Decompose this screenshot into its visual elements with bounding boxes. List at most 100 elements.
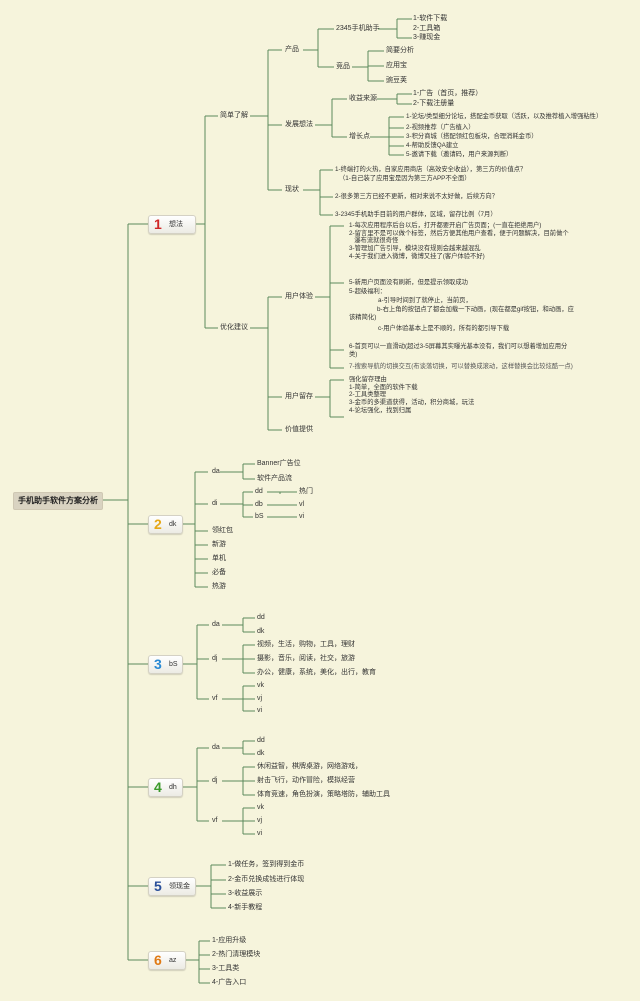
node-ux-6[interactable]: 6-首页可以一直滑动(超过3-5屏幕其实曝光基本没有，我们可以想着增加应用分 类…: [349, 343, 568, 358]
node-cash-item[interactable]: 1-做任务，签到得到金币: [228, 861, 305, 868]
node-ux-5c[interactable]: a-引导时间到了就停止，当前页，: [378, 297, 472, 304]
number-badge: 1: [154, 216, 162, 232]
node-dj[interactable]: dj: [212, 655, 218, 662]
node-popular[interactable]: 热门: [299, 488, 313, 495]
node-software-stream[interactable]: 软件产品流: [257, 475, 292, 482]
node-dk-leaf[interactable]: 必备: [212, 569, 226, 576]
node-2345-helper[interactable]: 2345手机助手: [336, 25, 380, 32]
node-status-1b[interactable]: （1-自己装了应用宝是因为第三方APP不全面）: [339, 175, 471, 182]
topic-cash[interactable]: 5 领现金: [148, 877, 196, 896]
root-topic[interactable]: 手机助手软件方案分析: [13, 492, 103, 510]
number-badge: 2: [154, 516, 162, 532]
node-dk-leaf[interactable]: 单机: [212, 555, 226, 562]
node-di[interactable]: di: [212, 500, 218, 507]
number-badge: 5: [154, 878, 162, 894]
node-growth-item[interactable]: 1-论坛/类型细分论坛，搭配金币获取（活跃，以及推荐植入增强粘性）: [406, 113, 603, 120]
node-da-item[interactable]: dk: [257, 750, 265, 757]
node-db[interactable]: db: [255, 501, 263, 508]
topic-label: 想法: [169, 221, 183, 228]
node-az-item[interactable]: 1-应用升级: [212, 937, 247, 944]
node-ux-5e[interactable]: c-用户体验基本上是不顺的，所有的都引导下载: [378, 325, 510, 332]
node-helper-item[interactable]: 1-软件下载: [413, 15, 448, 22]
node-vf-item[interactable]: vk: [257, 804, 264, 811]
node-dk-leaf[interactable]: 新游: [212, 541, 226, 548]
topic-label: dh: [169, 784, 177, 791]
topic-bs[interactable]: 3 bS: [148, 655, 183, 674]
node-vf-item[interactable]: vk: [257, 682, 264, 689]
node-revenue-item[interactable]: 1-广告（首页，推荐）: [413, 90, 483, 97]
node-banner-ad[interactable]: Banner广告位: [257, 460, 301, 467]
node-vf-item[interactable]: vi: [257, 830, 263, 837]
node-status-1[interactable]: 1-终端打的火热，自家应用商店（高效安全收益），第三方的价值点？: [335, 166, 527, 173]
node-retention-notes[interactable]: 强化留存理由 1-简单，全面的软件下载 2-工具类整理 3-金币的多渠道获得，活…: [349, 376, 475, 414]
node-growth-item[interactable]: 4-帮助反馈QA建立: [406, 142, 459, 149]
topic-dh[interactable]: 4 dh: [148, 778, 183, 797]
node-vf-item[interactable]: vj: [257, 695, 263, 702]
node-da[interactable]: da: [212, 621, 220, 628]
node-vf[interactable]: vf: [212, 817, 218, 824]
node-az-item[interactable]: 2-热门清理模块: [212, 951, 261, 958]
node-status-3[interactable]: 3-2345手机助手目前的用户群体，区域，留存比例（7月）: [335, 211, 497, 218]
node-growth-item[interactable]: 2-视频推荐（广告植入）: [406, 124, 475, 131]
node-user-experience[interactable]: 用户体验: [285, 293, 313, 300]
topic-label: dk: [169, 521, 177, 528]
node-helper-item[interactable]: 3-赚现金: [413, 34, 441, 41]
node-ux-notes[interactable]: 1-每次应用程序后台以后，打开都要开启广告页面；(一直在拒绝用户) 2-留言里不…: [349, 222, 569, 260]
node-competitors[interactable]: 竞品: [336, 63, 350, 70]
topic-az[interactable]: 6 az: [148, 951, 186, 970]
node-competitor-item[interactable]: 豌豆荚: [386, 77, 407, 84]
node-helper-item[interactable]: 2-工具箱: [413, 25, 441, 32]
node-status[interactable]: 现状: [285, 186, 299, 193]
node-vf-item[interactable]: vj: [257, 817, 263, 824]
number-badge: 3: [154, 656, 162, 672]
node-dk-leaf[interactable]: 领红包: [212, 527, 233, 534]
node-vi[interactable]: vi: [299, 513, 305, 520]
node-revenue-item[interactable]: 2-下载注册量: [413, 100, 455, 107]
node-development-ideas[interactable]: 发展想法: [285, 121, 313, 128]
node-az-item[interactable]: 3-工具类: [212, 965, 240, 972]
node-vf-item[interactable]: vi: [257, 707, 263, 714]
topic-label: 领现金: [169, 883, 190, 890]
node-competitor-item[interactable]: 简要分析: [386, 47, 414, 54]
node-bs[interactable]: bS: [255, 513, 264, 520]
node-dj-item[interactable]: 体育竞速，角色扮演，策略塔防，辅助工具: [257, 791, 390, 798]
node-da-item[interactable]: dd: [257, 737, 265, 744]
node-ux-5d[interactable]: b-右上角的按钮点了都会加载一下动画，(现在都是gif按钮，和动画，应 该精简化…: [349, 306, 574, 321]
node-ux-5[interactable]: 5-新用户页面没有刷新，但是提示领取成功: [349, 279, 468, 286]
node-da[interactable]: da: [212, 468, 220, 475]
node-ux-7[interactable]: 7-搜索导航的切换交互(布谈落切换，可以替换成滚动，这样替换会比较炫酷一点): [349, 363, 573, 370]
topic-dk[interactable]: 2 dk: [148, 515, 183, 534]
node-value-provision[interactable]: 价值提供: [285, 426, 313, 433]
node-cash-item[interactable]: 4-新手教程: [228, 904, 263, 911]
node-dj-item[interactable]: 办公，健康，系统，美化，出行，教育: [257, 669, 376, 676]
node-competitor-item[interactable]: 应用宝: [386, 62, 407, 69]
node-dj-item[interactable]: 休闲益智，棋牌桌游，网络游戏，: [257, 763, 362, 770]
node-da-item[interactable]: dk: [257, 628, 265, 635]
node-growth-item[interactable]: 3-积分商城（搭配领红包板块，合理消耗金币）: [406, 133, 538, 140]
node-optimization[interactable]: 优化建议: [220, 324, 248, 331]
node-da[interactable]: da: [212, 744, 220, 751]
node-az-item[interactable]: 4-广告入口: [212, 979, 247, 986]
node-vl[interactable]: vl: [299, 501, 305, 508]
node-status-2[interactable]: 2-很多第三方已经不更新，相对来说不太好做，后续方向？: [335, 193, 499, 200]
node-growth-points[interactable]: 增长点: [349, 133, 370, 140]
node-dd[interactable]: dd: [255, 488, 263, 495]
node-user-retention[interactable]: 用户留存: [285, 393, 313, 400]
node-dj-item[interactable]: 射击飞行，动作冒险，模拟经营: [257, 777, 355, 784]
topic-label: az: [169, 957, 177, 964]
node-ux-5b[interactable]: 5-超级福利：: [349, 288, 387, 295]
node-vf[interactable]: vf: [212, 695, 218, 702]
node-cash-item[interactable]: 3-收益展示: [228, 890, 263, 897]
node-revenue-source[interactable]: 收益来源: [349, 95, 377, 102]
node-product[interactable]: 产品: [285, 46, 299, 53]
node-dj[interactable]: dj: [212, 777, 218, 784]
node-growth-item[interactable]: 5-邀请下载（邀请码，用户来源判断）: [406, 151, 513, 158]
node-dk-leaf[interactable]: 热游: [212, 583, 226, 590]
topic-idea[interactable]: 1 想法: [148, 215, 196, 234]
node-simple-understanding[interactable]: 简单了解: [220, 112, 248, 119]
node-dj-item[interactable]: 视频，生活，购物，工具，理财: [257, 641, 355, 648]
node-da-item[interactable]: dd: [257, 614, 265, 621]
node-dj-item[interactable]: 摄影，音乐，阅读，社交，旅游: [257, 655, 355, 662]
node-cash-item[interactable]: 2-金币兑换成钱进行体现: [228, 876, 305, 883]
